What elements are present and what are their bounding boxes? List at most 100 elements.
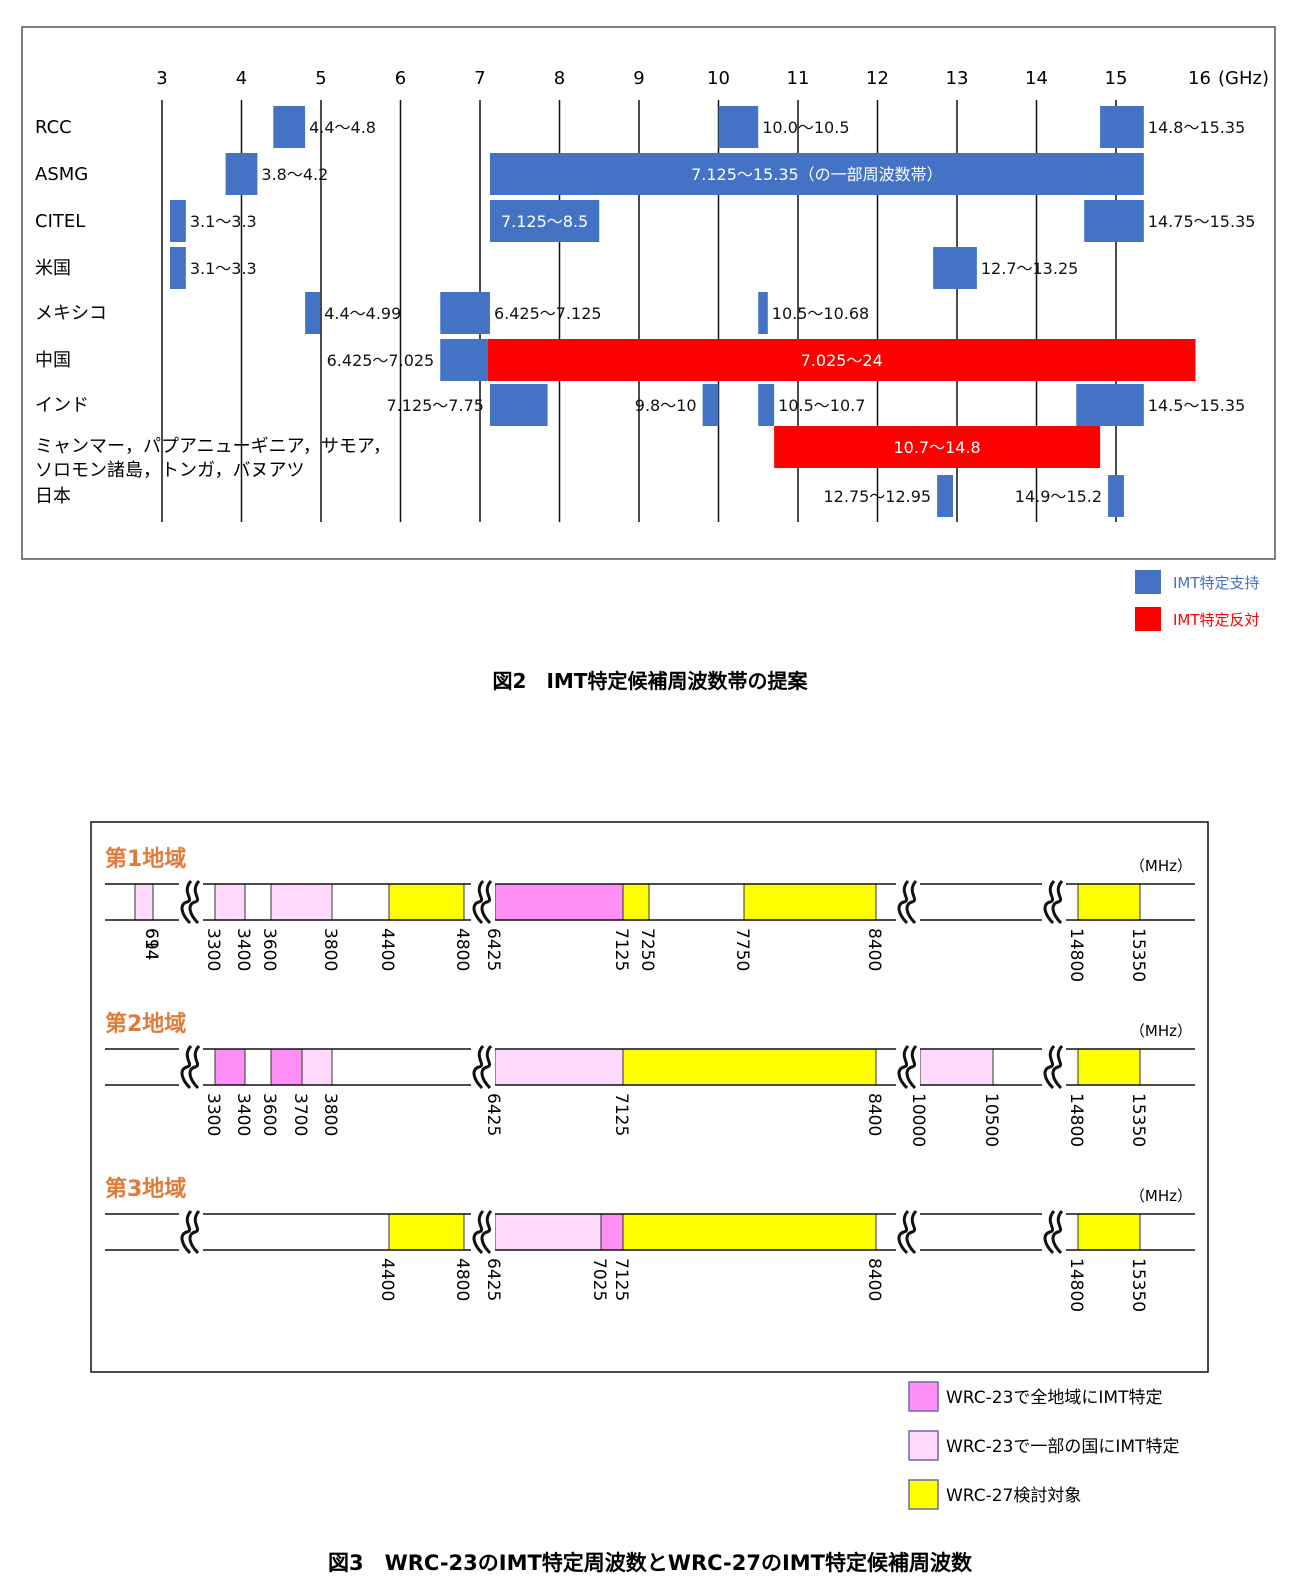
fig2-band-20	[937, 475, 954, 517]
fig3-segment-1-5	[622, 883, 650, 921]
fig2-band-8	[169, 247, 186, 289]
fig3-freq-label-2-8: 10000	[908, 1093, 928, 1147]
fig3-freq-label-2-6: 7125	[611, 1093, 631, 1136]
fig3-freq-label-1-6: 4400	[377, 928, 397, 971]
fig2-band-label-12: 10.5～10.68	[772, 304, 869, 323]
fig2-frame	[21, 26, 1276, 560]
fig3-legend: WRC-23で全地域にIMT特定 WRC-23で一部の国にIMT特定 WRC-2…	[908, 1381, 1179, 1510]
fig3-break-gap-3-3	[1042, 1210, 1066, 1254]
fig3-freq-label-1-0: 614	[141, 928, 161, 960]
fig2-tick-label-13: 13	[946, 68, 969, 89]
fig3-break-mark-2-2-0	[897, 1044, 910, 1090]
fig3-break-gap-2-0	[179, 1045, 203, 1089]
fig3-segment-3-1	[494, 1213, 602, 1251]
fig2-band-10	[305, 292, 321, 334]
fig3-freq-label-3-7: 15350	[1128, 1258, 1148, 1312]
fig2-band-label-7: 14.75～15.35	[1148, 212, 1256, 231]
fig3-segment-1-0	[134, 883, 154, 921]
fig2-row-label-4: メキシコ	[35, 303, 107, 324]
fig2-row-labels: RCCASMGCITEL米国メキシコ中国インドミャンマー，パプアニューギニア，サ…	[35, 117, 391, 507]
fig2-band-label-11: 6.425～7.125	[494, 304, 602, 323]
fig3-freq-label-3-0: 4400	[377, 1258, 397, 1301]
fig2-band-17	[758, 384, 775, 426]
legend-all-label: WRC-23で全地域にIMT特定	[946, 1388, 1162, 1408]
fig3-freq-label-2-7: 8400	[864, 1093, 884, 1136]
fig2-tick-label-3: 3	[156, 68, 167, 89]
fig2-band-label-4: 7.125～15.35（の一部周波数帯）	[691, 165, 943, 184]
fig3-segment-2-3	[494, 1048, 624, 1086]
fig3-break-mark-1-1-0	[472, 879, 485, 925]
fig2-tick-label-15: 15	[1105, 68, 1128, 89]
fig2-row-label-line2: ソロモン諸島，トンガ，バヌアツ	[35, 460, 304, 481]
fig3-freq-label-1-4: 3600	[259, 928, 279, 971]
fig3-segment-2-2	[301, 1048, 333, 1086]
fig2-band-label-6: 7.125～8.5	[501, 212, 588, 231]
fig3-freq-label-3-5: 8400	[864, 1258, 884, 1301]
fig2-unit-label: (GHz)	[1218, 68, 1269, 89]
fig3-region-title-1: 第1地域	[105, 846, 186, 872]
fig3-segment-3-2	[600, 1213, 624, 1251]
legend-oppose-swatch	[1135, 607, 1161, 631]
fig3-freq-label-1-14: 15350	[1128, 928, 1148, 982]
fig2-tick-label-11: 11	[787, 68, 810, 89]
fig2-band-7	[1084, 200, 1144, 242]
fig3-freq-label-2-9: 10500	[981, 1093, 1001, 1147]
fig2-band-label-14: 7.025～24	[801, 351, 883, 370]
fig2-band-label-20: 12.75～12.95	[824, 487, 932, 506]
fig3-break-mark-3-0-0	[180, 1209, 193, 1255]
fig3-segment-3-0	[388, 1213, 465, 1251]
fig3-break-gap-3-1	[471, 1210, 495, 1254]
fig3-break-gap-2-3	[1042, 1045, 1066, 1089]
fig3-freq-label-1-3: 3400	[233, 928, 253, 971]
fig3-break-gap-1-3	[1042, 880, 1066, 924]
fig2-band-19	[774, 426, 1101, 468]
fig3-freq-label-2-5: 6425	[483, 1093, 503, 1136]
legend-candidate-label: WRC-27検討対象	[946, 1486, 1081, 1506]
fig3-break-gap-2-2	[896, 1045, 920, 1089]
fig3-break-mark-3-3-0	[1043, 1209, 1056, 1255]
fig3-break-mark-3-1-1	[480, 1209, 493, 1255]
fig3-break-gap-1-2	[896, 880, 920, 924]
fig3-break-mark-1-3-1	[1051, 879, 1064, 925]
fig3-unit-label-3: （MHz）	[1130, 1187, 1192, 1205]
fig3-break-mark-2-3-0	[1043, 1044, 1056, 1090]
fig3-freq-label-1-1: 694	[141, 928, 161, 960]
fig2-band-label-5: 3.1～3.3	[190, 212, 257, 231]
fig2-row-label-3: 米国	[35, 258, 71, 279]
fig2-band-label-15: 7.125～7.75	[387, 396, 484, 415]
fig2-band-label-9: 12.7～13.25	[981, 259, 1078, 278]
fig3-freq-label-2-0: 3300	[203, 1093, 223, 1136]
fig3-break-mark-1-0-1	[188, 879, 201, 925]
fig3-freq-label-2-4: 3800	[320, 1093, 340, 1136]
fig3-freq-label-1-13: 14800	[1066, 928, 1086, 982]
fig3-break-mark-3-2-0	[897, 1209, 910, 1255]
fig3-segment-2-1	[270, 1048, 303, 1086]
fig2-tick-label-14: 14	[1025, 68, 1048, 89]
fig3-freq-label-1-9: 7125	[611, 928, 631, 971]
fig3-break-gap-2-1	[471, 1045, 495, 1089]
fig3-unit-label-2: （MHz）	[1130, 1022, 1192, 1040]
fig3-freq-label-1-8: 6425	[483, 928, 503, 971]
fig3-freq-label-3-6: 14800	[1066, 1258, 1086, 1312]
fig2-band-11	[440, 292, 490, 334]
fig3-break-mark-3-2-1	[905, 1209, 918, 1255]
fig3-break-mark-1-2-1	[905, 879, 918, 925]
fig3-segment-2-0	[214, 1048, 246, 1086]
fig2-band-18	[1076, 384, 1144, 426]
fig3-freq-label-1-2: 3300	[203, 928, 223, 971]
fig2-tick-label-5: 5	[315, 68, 326, 89]
fig3-break-mark-1-3-0	[1043, 879, 1056, 925]
fig2-band-label-10: 4.4～4.99	[324, 304, 401, 323]
fig3-freq-label-3-1: 4800	[452, 1258, 472, 1301]
fig2-tick-label-7: 7	[474, 68, 485, 89]
fig2-band-15	[489, 384, 548, 426]
fig3-freq-label-2-2: 3600	[259, 1093, 279, 1136]
fig3-segment-1-7	[1077, 883, 1141, 921]
fig2-band-3	[225, 153, 258, 195]
fig2-band-label-0: 4.4～4.8	[309, 118, 376, 137]
fig3-segment-3-3	[622, 1213, 877, 1251]
fig3-break-mark-2-1-1	[480, 1044, 493, 1090]
fig3-region-title-2: 第2地域	[105, 1011, 186, 1037]
